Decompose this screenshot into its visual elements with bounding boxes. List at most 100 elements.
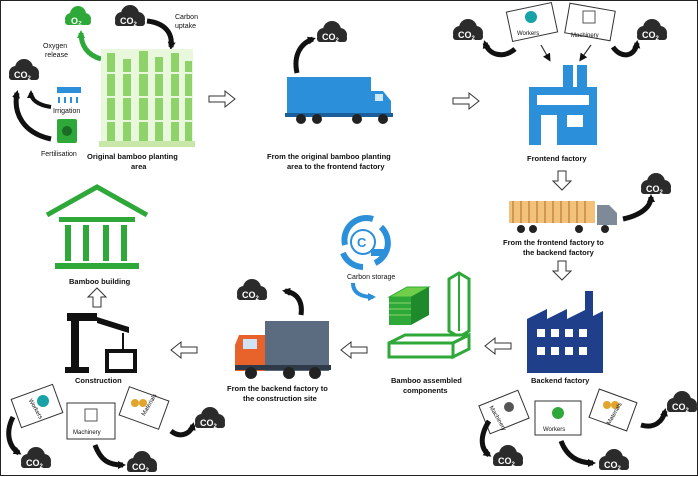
construction-label: Construction (75, 376, 122, 385)
construction-group: Construction Workers Machinery Materials… (6, 313, 225, 474)
emission-arrow (92, 444, 126, 469)
worker-card: Workers (505, 1, 559, 43)
machinery-label: Machinery (571, 33, 599, 39)
co2-subscript: 2 (256, 296, 260, 302)
input-arrow (579, 44, 592, 62)
workers-label: Workers (543, 427, 565, 433)
bamboo-grove-icon (99, 49, 195, 147)
workers-label: Workers (517, 31, 539, 37)
crane-icon (65, 313, 137, 373)
svg-text:CO2: CO2 (322, 32, 340, 44)
flow-arrow (340, 340, 368, 360)
co2-subscript: 2 (472, 36, 476, 42)
backend-factory-group: Backend factory Machinery Workers Materi… (478, 291, 697, 472)
co2-cloud-icon: CO2 (9, 59, 39, 82)
co2-cloud-icon: CO2 (453, 19, 483, 42)
machinery-label: Machinery (73, 430, 101, 436)
carbon-c-label: C (357, 235, 367, 250)
oxygen-arrow (77, 30, 102, 62)
materials-card: Materials (118, 386, 170, 430)
svg-text:CO2: CO2 (604, 460, 622, 472)
storage-arrow (351, 282, 376, 301)
co2-cloud-icon: CO2 (667, 391, 697, 414)
svg-text:CO2: CO2 (498, 456, 516, 468)
emission-arrow (640, 408, 668, 429)
co2-cloud-icon: CO2 (317, 21, 347, 44)
flow-arrow (551, 170, 573, 191)
flow-arrow (208, 89, 236, 109)
transport-truck-1-group: CO2 From the original bamboo planting ar… (267, 21, 393, 171)
carbon-uptake-label-1: Carbon (175, 14, 198, 21)
machinery-card: Machinery (564, 2, 616, 42)
emission-arrow (622, 194, 655, 222)
input-arrow (540, 44, 551, 62)
emission-arrow (479, 419, 492, 457)
co2-subscript: 2 (214, 424, 218, 430)
co2-subscript: 2 (40, 464, 44, 470)
components-label-1: Bamboo assembled (391, 376, 462, 385)
svg-text:CO2: CO2 (120, 16, 138, 28)
flow-arrow (484, 336, 512, 356)
materials-icon (603, 401, 611, 409)
machinery-card: Machinery (478, 389, 530, 435)
fertiliser-bag-icon (57, 119, 77, 143)
co2-subscript: 2 (618, 466, 622, 472)
transport-truck-3-group: CO2 From the backend factory to the cons… (227, 279, 331, 403)
co2-cloud-icon: CO2 (599, 449, 629, 472)
bamboo-column-icon (447, 271, 471, 339)
flow-arrow (170, 340, 198, 360)
building-icon (45, 184, 149, 269)
o2-label: O₂ (71, 16, 82, 26)
irrigation-label: Irrigation (53, 108, 80, 115)
components-label-2: components (403, 386, 448, 395)
co2-cloud-icon: CO2 (493, 445, 523, 468)
emission-arrow (558, 440, 596, 467)
svg-text:CO2: CO2 (14, 70, 32, 82)
transport-3-label-2: the construction site (243, 394, 317, 403)
components-group: C Carbon storage Bamboo assembled compon… (340, 215, 471, 395)
factory-dark-icon (527, 291, 603, 373)
worker-card: Workers (534, 400, 582, 436)
flow-arrow (452, 91, 480, 111)
svg-text:CO2: CO2 (200, 418, 218, 430)
orange-truck-icon (235, 321, 331, 379)
flow-arrow (86, 287, 108, 308)
transport-3-label-1: From the backend factory to (227, 384, 328, 393)
machinery-icon (582, 10, 596, 24)
machinery-icon (84, 408, 98, 422)
log-truck-icon (509, 201, 617, 233)
emission-arrow (12, 90, 52, 142)
carbon-storage-label: Carbon storage (347, 274, 395, 281)
machinery-icon (504, 402, 514, 412)
bamboo-panels-icon (387, 286, 431, 325)
irrigation-icon (57, 87, 81, 103)
worker-icon (37, 395, 49, 407)
co2-subscript: 2 (336, 38, 340, 44)
emission-arrow (27, 90, 52, 109)
co2-subscript: 2 (28, 76, 32, 82)
carbon-uptake-label-2: uptake (175, 23, 196, 30)
carbon-uptake-arrow (146, 18, 176, 50)
co2-cloud-icon: CO2 (641, 173, 671, 196)
co2-subscript: 2 (134, 22, 138, 28)
fertilisation-label: Fertilisation (41, 151, 77, 158)
svg-text:CO2: CO2 (672, 402, 690, 414)
co2-cloud-icon: CO2 (115, 5, 145, 28)
carbon-storage-icon: C (340, 215, 391, 270)
emission-arrow (169, 422, 196, 438)
backend-factory-label: Backend factory (531, 376, 590, 385)
planting-area-group: O₂ Oxygen release CO2 Carbon uptake C (9, 5, 198, 171)
svg-text:CO2: CO2 (458, 30, 476, 42)
worker-icon (525, 11, 537, 23)
emission-arrow (293, 36, 316, 74)
co2-cloud-icon: CO2 (195, 407, 225, 430)
transport-2-label-2: the backend factory (523, 248, 595, 257)
building-label: Bamboo building (69, 277, 131, 286)
svg-text:CO2: CO2 (242, 290, 260, 302)
co2-subscript: 2 (660, 190, 664, 196)
oxygen-release-label-1: Oxygen (43, 43, 67, 50)
original-area-label-1: Original bamboo planting (87, 152, 178, 161)
svg-text:CO2: CO2 (646, 184, 664, 196)
